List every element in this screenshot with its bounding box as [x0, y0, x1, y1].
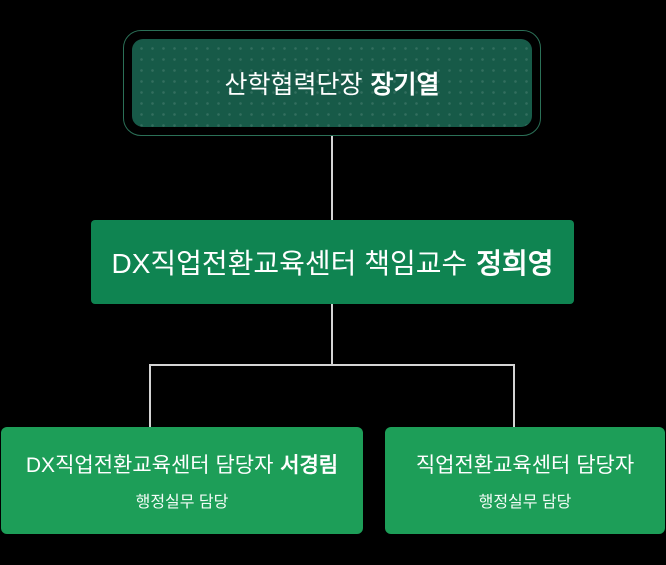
staff-left-role: 행정실무 담당 — [135, 494, 229, 511]
manager-name: 정희영 — [476, 248, 554, 279]
org-node-root-outline: 산학협력단장 장기열 — [123, 30, 541, 136]
org-node-root: 산학협력단장 장기열 — [132, 39, 532, 127]
manager-title: DX직업전환교육센터 책임교수 — [111, 248, 468, 279]
org-node-manager-label: DX직업전환교육센터 책임교수 정희영 — [111, 242, 553, 282]
org-node-manager: DX직업전환교육센터 책임교수 정희영 — [91, 220, 574, 304]
staff-left-label: DX직업전환교육센터 담당자 서경림 — [26, 449, 338, 479]
connector-to-staff-right — [513, 364, 515, 427]
connector-root-to-manager — [331, 136, 333, 221]
staff-left-title: DX직업전환교육센터 담당자 — [25, 454, 274, 477]
staff-right-label: 직업전환교육센터 담당자 — [416, 449, 634, 479]
connector-branch-bar — [149, 364, 515, 366]
org-node-root-label: 산학협력단장 장기열 — [224, 65, 439, 101]
staff-left-name: 서경림 — [280, 454, 339, 477]
org-node-staff-left: DX직업전환교육센터 담당자 서경림 행정실무 담당 — [1, 427, 363, 534]
root-name: 장기열 — [370, 71, 440, 99]
root-title: 산학협력단장 — [224, 71, 363, 99]
org-node-staff-right: 직업전환교육센터 담당자 행정실무 담당 — [385, 427, 665, 534]
staff-right-title: 직업전환교육센터 담당자 — [415, 454, 635, 477]
connector-manager-stem — [331, 304, 333, 366]
connector-to-staff-left — [149, 364, 151, 427]
staff-right-role: 행정실무 담당 — [478, 494, 572, 511]
